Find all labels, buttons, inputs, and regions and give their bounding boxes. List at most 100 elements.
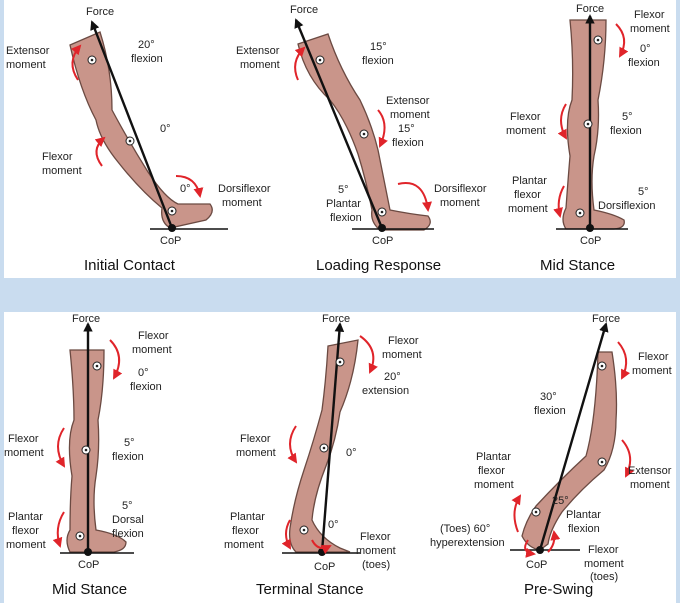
joint-marker — [81, 445, 91, 455]
leg-shape — [562, 19, 625, 230]
flexor-moment-label: moment — [506, 125, 546, 137]
force-vector — [538, 322, 609, 551]
flexor-moment-label: moment — [4, 447, 44, 459]
plantar-flexor-moment-label: moment — [508, 203, 548, 215]
extensor-moment-label: moment — [630, 479, 670, 491]
flexor-moment-label: moment — [236, 447, 276, 459]
toe-flexor-moment-label: (toes) — [590, 571, 618, 583]
joint-marker — [593, 35, 603, 45]
cop-label: CoP — [78, 559, 99, 571]
joint-marker — [315, 55, 325, 65]
toe-angle-label: hyperextension — [430, 537, 505, 549]
moment-arrow — [617, 341, 631, 380]
moment-arrow — [553, 185, 565, 218]
ankle-angle-label: Dorsal — [112, 514, 144, 526]
dorsiflexor-moment-label: moment — [440, 197, 480, 209]
ankle-angle-label: flexion — [112, 528, 144, 540]
joint-marker — [75, 531, 85, 541]
panel-mid-stance-bottom: Force Flexor moment 0° flexion Flexor mo… — [4, 313, 172, 598]
ankle-angle-label: Dorsiflexion — [598, 200, 655, 212]
panel-pre-swing: Force Flexor moment 30° flexion Plantar … — [430, 313, 672, 598]
cop-point — [536, 546, 544, 554]
extensor-moment-label: Extensor — [236, 45, 280, 57]
hip-angle-label: 0° — [138, 367, 149, 379]
plantar-flexor-moment-label: Plantar — [230, 511, 265, 523]
extensor-moment-label: Extensor — [628, 465, 672, 477]
flexor-moment-label: moment — [42, 165, 82, 177]
moment-arrow — [175, 175, 204, 198]
force-vector — [90, 20, 174, 229]
plantar-flexor-moment-label: moment — [474, 479, 514, 491]
knee-angle-label: flexion — [392, 137, 424, 149]
moment-arrow — [281, 519, 291, 550]
cop-point — [318, 548, 326, 556]
ankle-angle-label: 5° — [338, 184, 349, 196]
force-label: Force — [322, 313, 350, 325]
joint-marker — [575, 208, 585, 218]
moment-arrow — [547, 530, 561, 553]
flexor-moment-label: moment — [382, 349, 422, 361]
hip-angle-label: 15° — [370, 41, 387, 53]
moment-arrow — [615, 23, 629, 58]
flexor-moment-label: Flexor — [634, 9, 665, 21]
ankle-angle-label: 0° — [328, 519, 339, 531]
hip-angle-label: flexion — [130, 381, 162, 393]
plantar-flexor-moment-label: Plantar — [476, 451, 511, 463]
joint-marker — [87, 55, 97, 65]
moment-arrow — [397, 182, 432, 212]
flexor-moment-label: Flexor — [388, 335, 419, 347]
extensor-moment-label: Extensor — [6, 45, 50, 57]
moment-arrow — [70, 44, 82, 81]
toe-flexor-moment-label: Flexor — [588, 544, 619, 556]
joint-marker — [299, 525, 309, 535]
plantar-flexor-moment-label: moment — [6, 539, 46, 551]
force-label: Force — [290, 4, 318, 16]
hip-angle-label: flexion — [534, 405, 566, 417]
phase-caption: Mid Stance — [540, 257, 615, 274]
plantar-flexor-moment-label: moment — [224, 539, 264, 551]
leg-shape — [69, 31, 213, 229]
toe-flexor-moment-label: moment — [584, 558, 624, 570]
phase-caption: Initial Contact — [84, 257, 176, 274]
hip-angle-label: 20° — [384, 371, 401, 383]
moment-arrow — [524, 539, 536, 558]
cop-label: CoP — [160, 235, 181, 247]
ankle-angle-label: flexion — [568, 523, 600, 535]
ankle-angle-label: 5° — [122, 500, 133, 512]
moment-arrow — [109, 339, 123, 380]
joint-marker — [167, 206, 177, 216]
ankle-angle-label: Plantar — [566, 509, 601, 521]
flexor-moment-label: Flexor — [42, 151, 73, 163]
phase-caption: Loading Response — [316, 257, 441, 274]
ankle-angle-label: Plantar — [326, 198, 361, 210]
flexor-moment-label: Flexor — [8, 433, 39, 445]
knee-angle-label: 0° — [160, 123, 171, 135]
moment-arrow — [621, 439, 635, 478]
dorsiflexor-moment-label: Dorsiflexor — [434, 183, 487, 195]
flexor-moment-label: Flexor — [638, 351, 669, 363]
hip-angle-label: 0° — [640, 43, 651, 55]
knee-angle-label: 5° — [622, 111, 633, 123]
knee-angle-label: flexion — [610, 125, 642, 137]
hip-angle-label: flexion — [362, 55, 394, 67]
cop-label: CoP — [580, 235, 601, 247]
moment-arrow — [94, 136, 106, 167]
flexor-moment-label: moment — [132, 344, 172, 356]
moment-arrow — [557, 103, 567, 140]
flexor-moment-label: moment — [632, 365, 672, 377]
joint-marker — [92, 361, 102, 371]
plantar-flexor-moment-label: flexor — [232, 525, 259, 537]
panel-initial-contact: Force Extensor moment 20° flexion 0° Fle… — [6, 6, 271, 274]
toe-angle-label: (Toes) 60° — [440, 523, 490, 535]
flexor-moment-label: Flexor — [240, 433, 271, 445]
joint-marker — [125, 136, 135, 146]
phase-caption: Pre-Swing — [524, 581, 593, 598]
extensor-moment-label: Extensor — [386, 95, 430, 107]
plantar-flexor-moment-label: flexor — [478, 465, 505, 477]
joint-marker — [377, 207, 387, 217]
force-vector — [294, 18, 384, 229]
moment-arrow — [311, 539, 332, 555]
extensor-moment-label: moment — [240, 59, 280, 71]
hip-angle-label: extension — [362, 385, 409, 397]
